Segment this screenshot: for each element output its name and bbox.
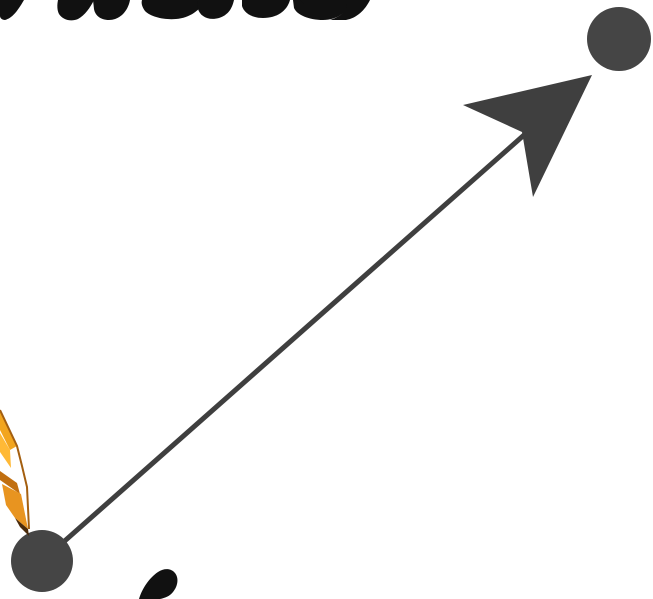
- end-point: [587, 7, 651, 71]
- start-point: [11, 530, 73, 592]
